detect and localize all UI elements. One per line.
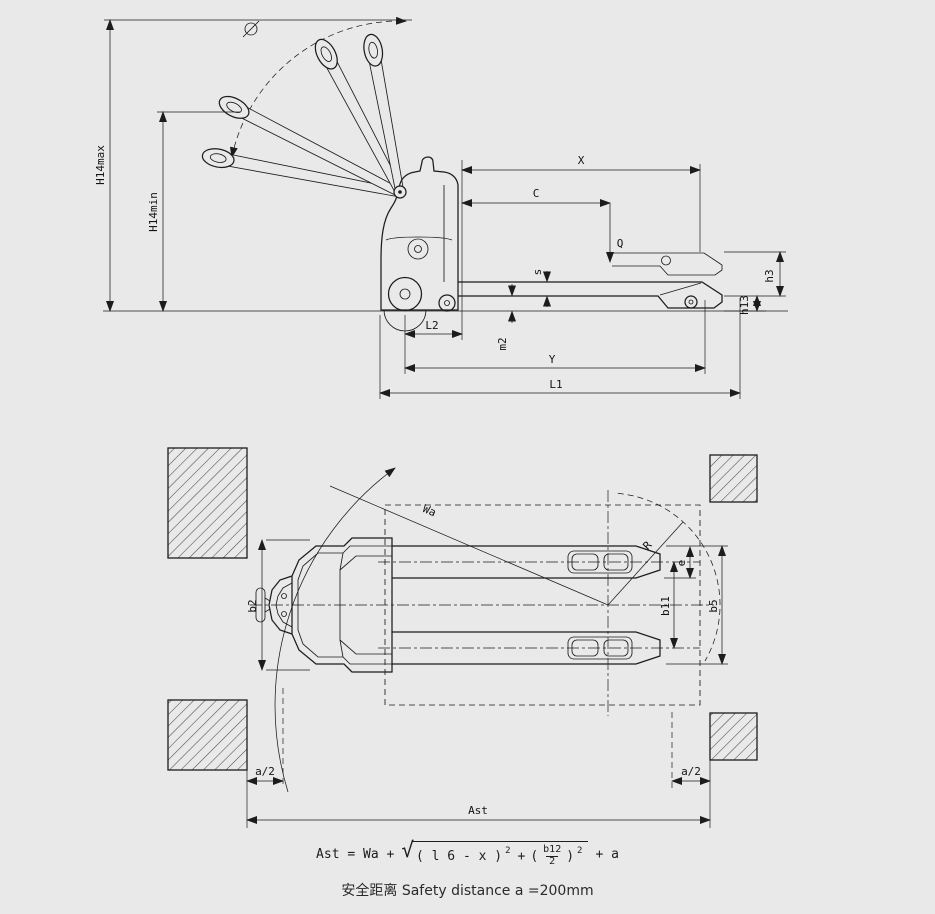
dim-label-l1: L1 [549, 378, 562, 391]
dim-label-r: R [640, 538, 654, 552]
formula-rhs: + a [595, 846, 619, 862]
dim-label-e: e [675, 560, 688, 567]
dim-label-h14max: H14max [94, 145, 107, 185]
formula-exp2: 2 [577, 846, 583, 856]
dim-label-wa: Wa [421, 502, 438, 519]
formula-term1: ( l 6 - x ) [415, 848, 503, 864]
dim-label-s: s [531, 269, 544, 276]
pallet-outline [384, 504, 701, 706]
dim-label-b5: b5 [707, 599, 720, 612]
wall-top-left [167, 447, 248, 559]
dim-label-h14min: H14min [147, 192, 160, 232]
wall-bottom-right [709, 712, 758, 761]
truck-body-side [380, 156, 459, 332]
formula-exp1: 2 [505, 846, 511, 856]
dim-label-ast: Ast [468, 804, 488, 817]
side-view: H14max H14min X C Q s h3 h13 L2 m2 Y L1 [94, 16, 788, 399]
dim-label-y: Y [549, 353, 556, 366]
formula-plus: + [517, 848, 526, 864]
dim-label-c: C [533, 187, 540, 200]
dim-label-b2: b2 [246, 599, 259, 612]
dim-label-a2-left: a/2 [255, 765, 275, 778]
fork-raised-outline [612, 252, 723, 276]
dim-label-a2-right: a/2 [681, 765, 701, 778]
wall-bottom-left [167, 699, 248, 771]
dim-label-m2: m2 [496, 337, 509, 350]
safety-distance-note: 安全距离 Safety distance a =200mm [341, 883, 594, 899]
plan-view: Wa R b2 e b11 b5 a/2 a/2 Ast [167, 447, 758, 828]
forks-plan [392, 545, 661, 665]
dim-label-h3: h3 [763, 269, 776, 282]
fork-tip-roller [684, 295, 698, 309]
formula-frac-den: 2 [546, 855, 559, 868]
fork-side [458, 281, 723, 309]
dim-label-b11: b11 [659, 596, 672, 616]
formula-frac-num: b12 [543, 844, 562, 855]
drive-wheel [387, 276, 423, 312]
turning-radius-arcs [274, 467, 721, 793]
caster-wheel [438, 294, 456, 312]
truck-body-plan [255, 537, 393, 673]
centerlines [250, 490, 714, 716]
formula-radical: √ ( l 6 - x )2 + ( b12 2 )2 [401, 838, 589, 868]
sqrt-sign: √ [401, 838, 414, 862]
formula-open-paren: ( [530, 848, 539, 864]
dim-label-l2: L2 [425, 319, 438, 332]
formula-lhs: Ast = Wa + [316, 846, 395, 862]
formula-fraction: b12 2 [543, 844, 562, 868]
side-dimensions: H14max H14min X C Q s h3 h13 L2 m2 Y L1 [94, 19, 786, 399]
dim-label-h13: h13 [738, 295, 751, 315]
wall-top-right [709, 454, 758, 503]
dim-label-q: Q [617, 237, 624, 250]
formula-close-paren: ) [566, 848, 575, 864]
ast-formula: Ast = Wa + √ ( l 6 - x )2 + ( b12 2 )2 +… [0, 838, 935, 868]
dim-label-x: X [578, 154, 585, 167]
rotation-indicator-icon [242, 20, 260, 38]
tiller-arm-positions [201, 33, 405, 198]
tiller-rotation-arc [229, 16, 407, 159]
